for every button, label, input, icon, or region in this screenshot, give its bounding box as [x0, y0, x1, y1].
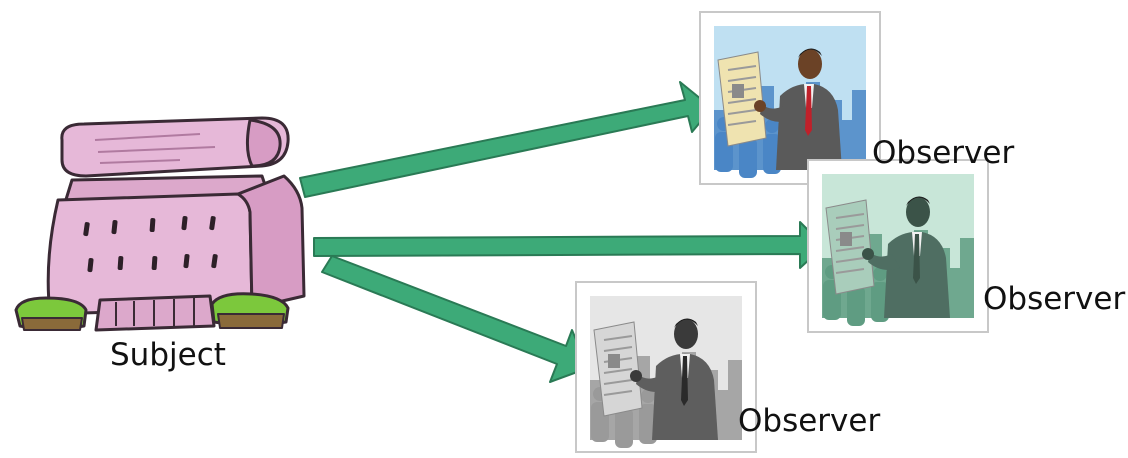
newspaper-reader-icon [590, 296, 742, 448]
observer-3-label: Observer [738, 403, 881, 439]
observer-card-3 [575, 281, 757, 453]
observer-2-label: Observer [983, 281, 1126, 317]
observer-card-1 [699, 11, 881, 185]
subject-label: Subject [110, 337, 226, 373]
newspaper-reader-icon [822, 174, 974, 326]
arrow-to-observer-1 [299, 81, 713, 198]
notify-arrows [299, 81, 825, 383]
arrow-to-observer-2 [313, 221, 825, 269]
arrow-to-observer-3 [321, 255, 589, 383]
observer-1-label: Observer [872, 135, 1015, 171]
subject-printing-press-icon [14, 116, 306, 332]
observer-card-2 [807, 159, 989, 333]
newspaper-reader-icon [714, 26, 866, 178]
